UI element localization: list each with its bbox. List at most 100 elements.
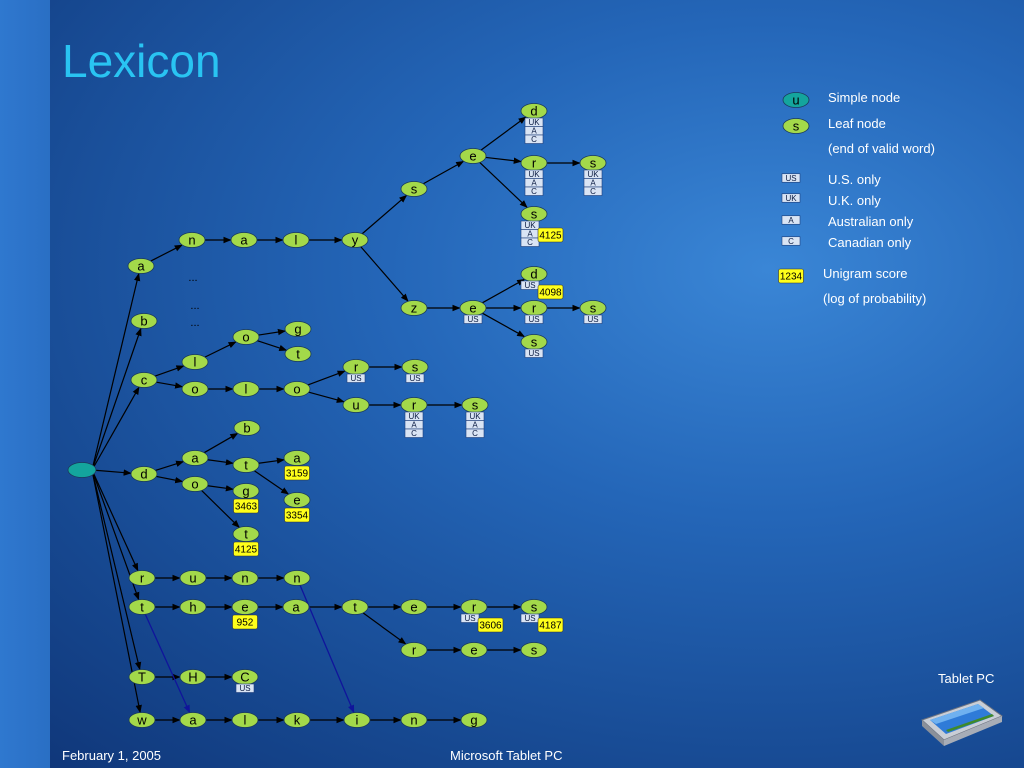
node-letter: l — [244, 713, 247, 728]
region-tag: C — [583, 186, 603, 196]
trie-node-analyzes: sUS — [520, 334, 548, 358]
region-tag: C — [404, 428, 424, 438]
trie-node-analyzers: sUS — [579, 300, 607, 324]
node-letter: s — [412, 360, 419, 375]
trie-node-walking: g — [460, 712, 488, 728]
trie-edge — [485, 156, 522, 164]
trie-node-T1: T — [128, 669, 156, 685]
node-letter: d — [140, 467, 147, 482]
region-label: US — [524, 614, 535, 623]
legend-text: Australian only — [828, 214, 914, 229]
trie-node-analyse: e — [459, 148, 487, 164]
legend-glyph: A — [788, 216, 794, 225]
region-label: US — [239, 684, 250, 693]
node-letter: e — [469, 301, 476, 316]
trie-node-da: a — [181, 450, 209, 466]
unigram-score: 4125 — [233, 541, 259, 557]
trie-edge — [91, 327, 142, 471]
trie-edge — [203, 433, 239, 454]
region-label: C — [527, 238, 533, 247]
trie-edge — [362, 612, 407, 645]
region-label: A — [531, 127, 537, 136]
score-value: 4125 — [539, 231, 562, 242]
node-letter: n — [410, 713, 417, 728]
node-letter: d — [530, 104, 537, 119]
trie-node-run: n — [231, 570, 259, 586]
trie-node-r1: r — [128, 570, 156, 586]
region-label: A — [527, 230, 533, 239]
trie-node-c1: c — [130, 372, 158, 388]
region-label: US — [409, 374, 420, 383]
footer-date: February 1, 2005 — [62, 748, 162, 763]
trie-node-th: h — [179, 599, 207, 615]
region-tag: US — [460, 613, 480, 623]
trie-node-dat: t — [232, 457, 260, 473]
region-tag: US — [520, 280, 540, 290]
trie-node-t1: t — [128, 599, 156, 615]
trie-node-colors: sUS — [401, 359, 429, 383]
unigram-score: 3354 — [284, 507, 310, 523]
trie-node-theate: e — [400, 599, 428, 615]
node-letter: n — [188, 233, 195, 248]
trie-edge — [480, 116, 527, 151]
trie-node-color: rUS — [342, 359, 370, 383]
trie-node-ana: a — [230, 232, 258, 248]
region-tag: C — [520, 237, 540, 247]
trie-node-cl: l — [181, 354, 209, 370]
node-letter: r — [354, 360, 359, 375]
trie-node-clot: t — [284, 346, 312, 362]
legend-glyph: C — [788, 237, 794, 246]
legend-glyph: 1234 — [780, 272, 803, 283]
node-letter: C — [240, 670, 249, 685]
node-letter: n — [241, 571, 248, 586]
node-letter: o — [191, 382, 198, 397]
trie-node-runn: n — [283, 570, 311, 586]
unigram-score: 4125 — [537, 227, 564, 243]
trie-node-wal: l — [231, 712, 259, 728]
unigram-score: 3606 — [477, 617, 504, 633]
legend-text: Simple node — [828, 90, 900, 105]
trie-cross-edge — [144, 613, 191, 714]
region-tag: C — [465, 428, 485, 438]
trie-node-clog: g — [284, 321, 312, 337]
region-tag: C — [524, 186, 544, 196]
node-letter: s — [590, 301, 597, 316]
trie-edge — [360, 246, 409, 302]
region-tag: US — [405, 373, 425, 383]
trie-node-theatres: s — [520, 642, 548, 658]
trie-edge — [482, 278, 526, 304]
node-letter: s — [531, 335, 538, 350]
node-letter: r — [412, 398, 417, 413]
node-letter: T — [138, 670, 146, 685]
continuation-ellipsis: ... — [190, 300, 199, 312]
trie-edge — [479, 161, 528, 208]
trie-node-an: n — [178, 232, 206, 248]
node-letter: a — [137, 259, 145, 274]
score-value: 4098 — [539, 288, 562, 299]
score-value: 3354 — [286, 511, 309, 522]
region-label: C — [472, 429, 478, 438]
node-letter: e — [469, 149, 476, 164]
trie-node-colou: u — [342, 397, 370, 413]
trie-node-wa: a — [179, 712, 207, 728]
trie-node-a1: a — [127, 258, 155, 274]
trie-edge — [91, 469, 142, 671]
unigram-score: 4187 — [537, 617, 564, 633]
region-label: US — [467, 315, 478, 324]
node-letter: a — [191, 451, 199, 466]
score-value: 4187 — [539, 621, 562, 632]
score-value: 3463 — [235, 502, 258, 513]
node-letter: e — [293, 493, 300, 508]
trie-edge — [482, 312, 526, 338]
trie-edge — [361, 194, 408, 235]
